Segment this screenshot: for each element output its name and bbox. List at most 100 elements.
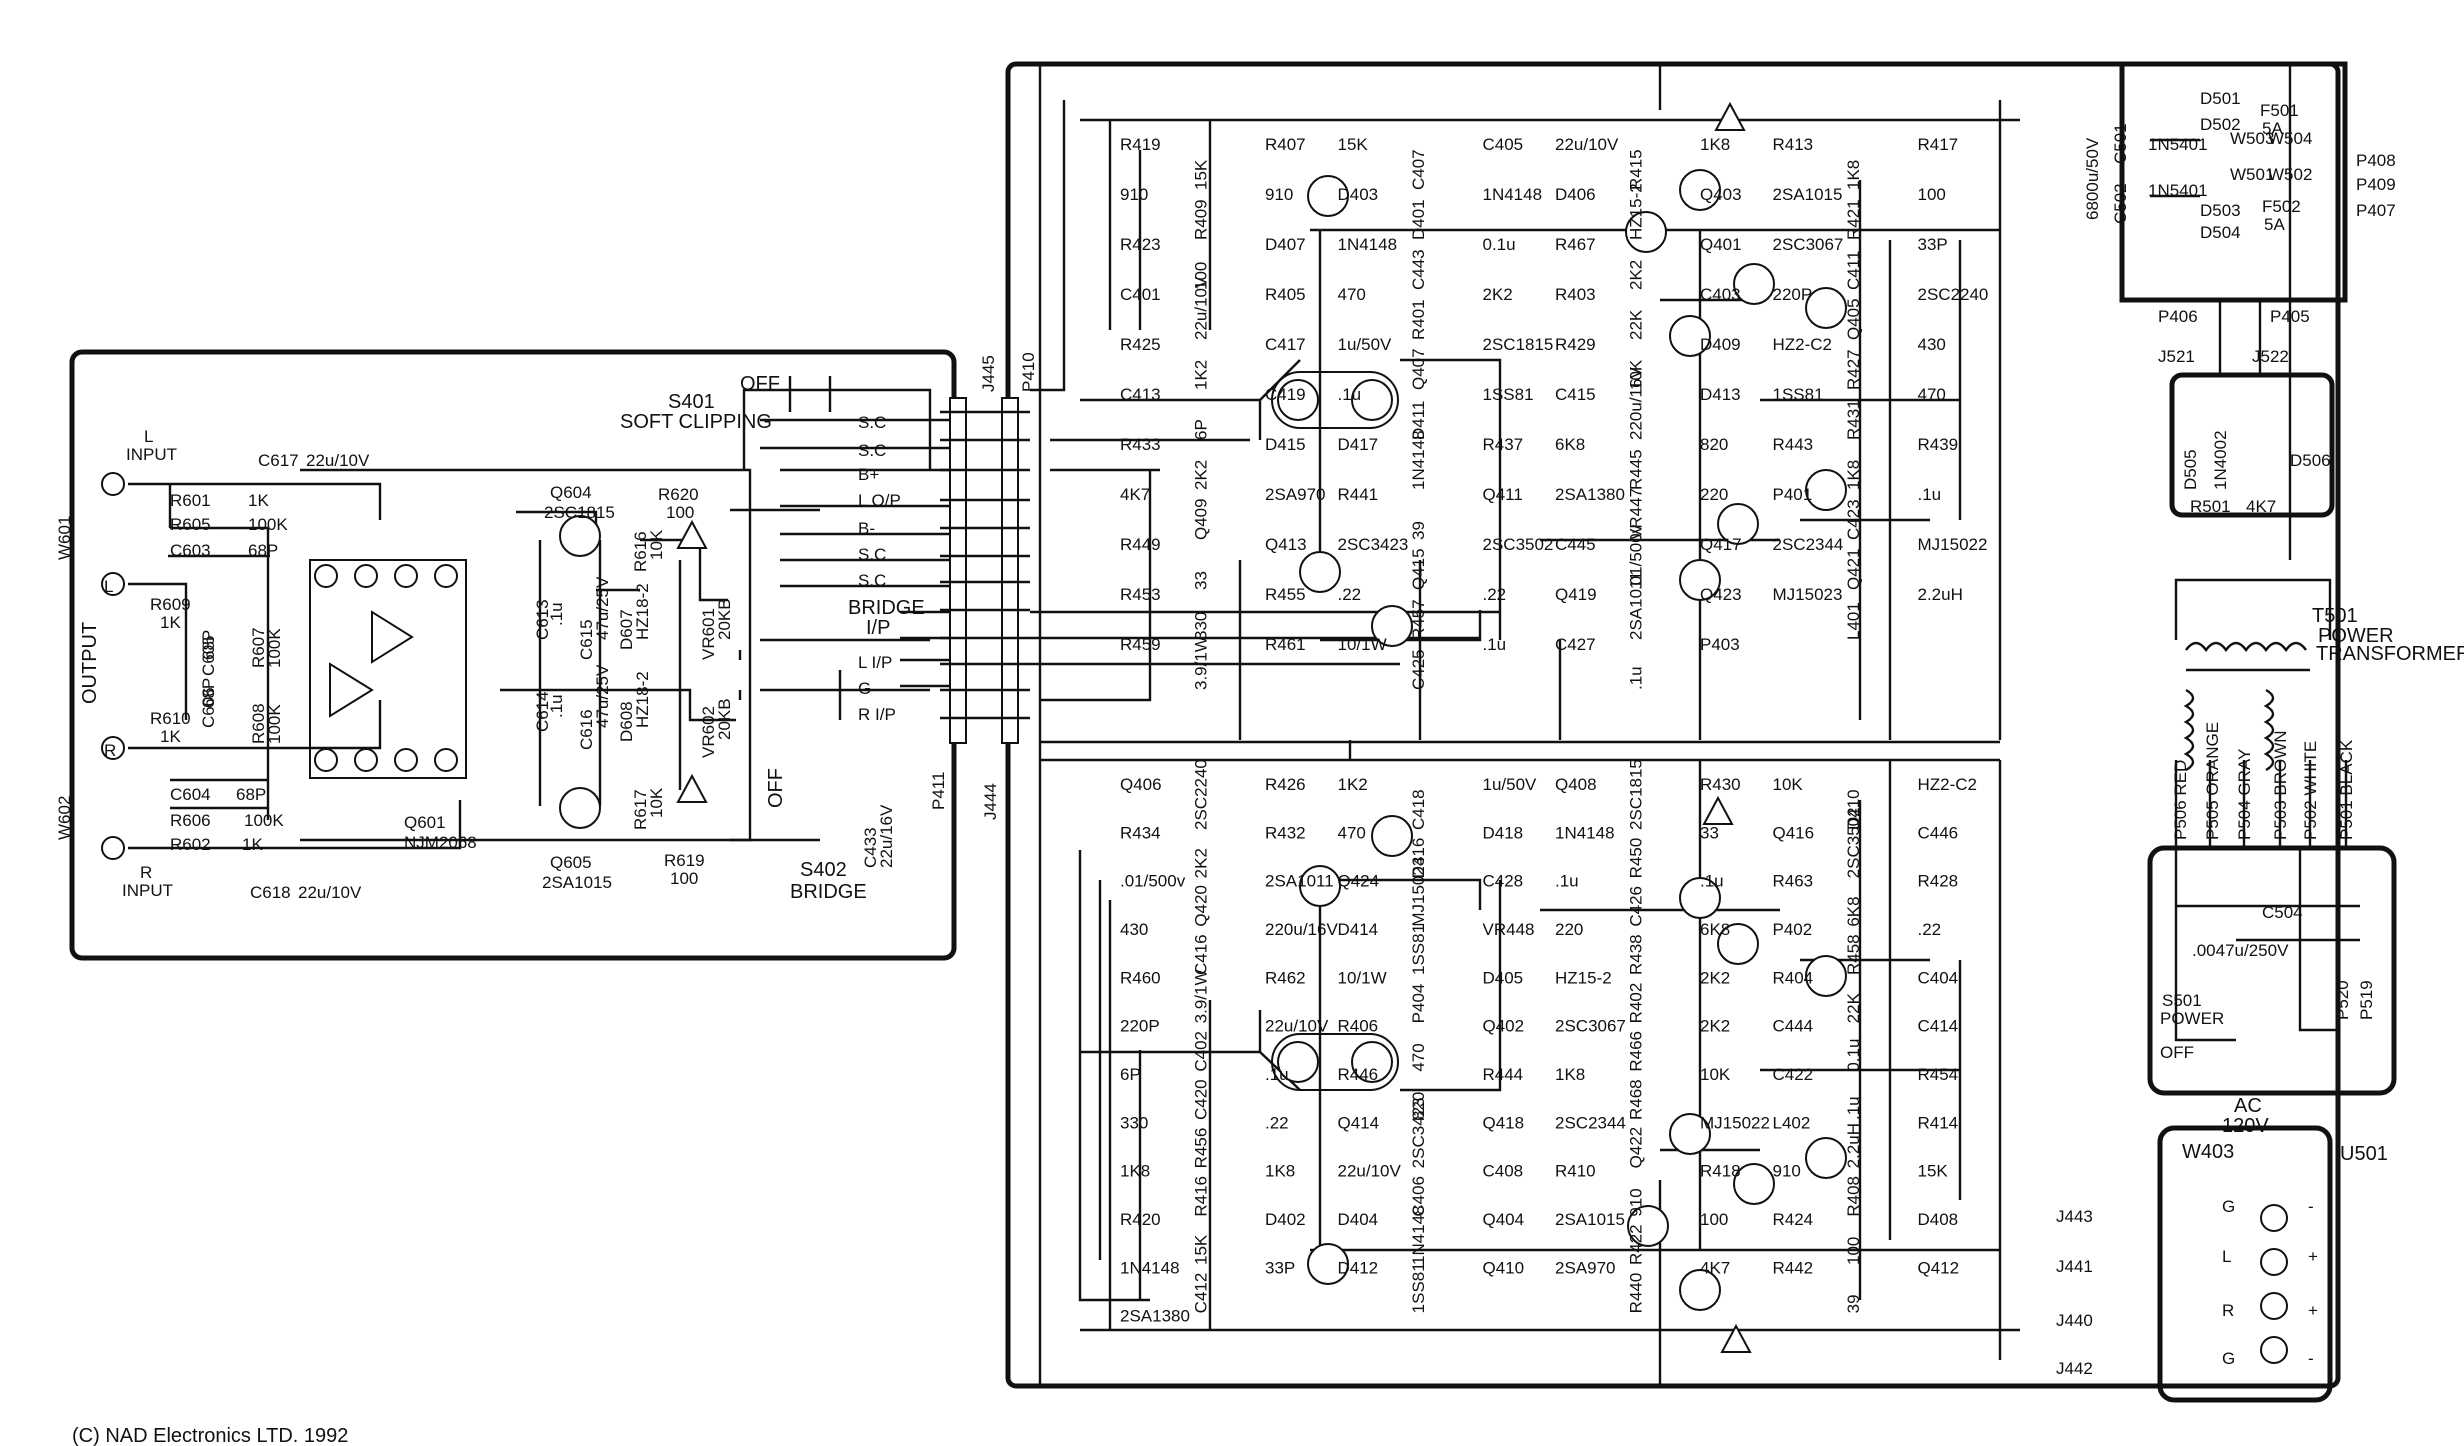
- input-label-10: R607: [249, 627, 268, 668]
- led-r501: R501: [2190, 497, 2231, 516]
- amp-bottom-label-82: .1u: [1844, 1096, 1863, 1120]
- amp-bottom-label-111: D404: [1338, 1210, 1379, 1229]
- amp-top-label-106: Q421: [1844, 548, 1863, 590]
- input-label-55: 20KB: [715, 598, 734, 640]
- amp-top-label-89: Q411: [1483, 485, 1523, 504]
- input-label-57: 20KB: [715, 698, 734, 740]
- amp-top-label-54: R429: [1555, 335, 1596, 354]
- input-label-51: 10K: [647, 529, 666, 560]
- amp-bottom-label-127: R440: [1627, 1273, 1646, 1314]
- amp-bottom-label-110: D402: [1265, 1210, 1306, 1229]
- amp-top-label-109: 330: [1192, 612, 1211, 640]
- amp-bottom-label-98: 1K8: [1265, 1162, 1295, 1181]
- amp-top-label-128: P403: [1700, 635, 1740, 654]
- wire-color-5: P501 BLACK: [2337, 739, 2356, 840]
- amp-bottom-label-6: Q408: [1555, 775, 1597, 794]
- input-label-17: 1K: [160, 727, 181, 746]
- amp-bottom-label-47: .22: [1918, 920, 1942, 939]
- amp-bottom-label-118: 100: [1844, 1237, 1863, 1265]
- speaker-jack-2: J440: [2056, 1311, 2093, 1330]
- amp-bottom-label-28: MJ15023: [1409, 857, 1428, 927]
- amp-bottom-label-33: R463: [1773, 872, 1814, 891]
- amp-top-label-53: 2SC1815: [1483, 335, 1554, 354]
- input-label-27: 22u/10V: [298, 883, 362, 902]
- amp-top-label-116: Q423: [1700, 585, 1742, 604]
- amp-top-label-115: 2SA1011: [1627, 571, 1646, 640]
- amp-bottom-label-18: 1N4148: [1555, 823, 1615, 842]
- amp-top-label-50: C417: [1265, 335, 1306, 354]
- amp-top-label-35: 33P: [1918, 235, 1948, 254]
- amp-top-label-95: .1u: [1918, 485, 1942, 504]
- connector-j445: J445: [979, 355, 998, 392]
- amp-bottom-label-83: R454: [1918, 1065, 1959, 1084]
- amp-bottom-label-129: R442: [1773, 1258, 1814, 1277]
- wire-color-3: P503 BROWN: [2271, 730, 2290, 840]
- amp-bottom-label-34: 6K8: [1844, 896, 1863, 926]
- input-label-11: 100K: [265, 628, 284, 668]
- amp-bottom-label-40: 1SS81: [1409, 924, 1428, 975]
- amp-top-label-79: R445: [1627, 449, 1646, 490]
- amp-top-label-105: 2SC2344: [1773, 535, 1844, 554]
- amp-top-label-25: 100: [1192, 262, 1211, 290]
- amp-top-label-13: R409: [1192, 199, 1211, 240]
- amp-bottom-label-16: D416: [1409, 838, 1428, 879]
- switch-s501: S501: [2162, 991, 2202, 1010]
- pin-label-0: P408: [2356, 151, 2396, 170]
- amp-top-label-121: 3.9/1W: [1192, 636, 1211, 690]
- amp-top-label-39: 470: [1338, 285, 1366, 304]
- amp-bottom-label-87: Q414: [1338, 1113, 1380, 1132]
- bridge-ip-1: BRIDGE: [848, 597, 925, 619]
- amp-bottom-label-81: C422: [1773, 1065, 1814, 1084]
- input-label-56: VR602: [699, 706, 718, 758]
- amp-bottom-label-84: 330: [1120, 1113, 1148, 1132]
- amp-bottom-label-119: D408: [1918, 1210, 1959, 1229]
- amp-bottom-label-114: 2SA1015: [1555, 1210, 1625, 1229]
- amp-bottom-label-15: 470: [1338, 823, 1366, 842]
- amp-bottom-label-56: 2K2: [1700, 968, 1730, 987]
- amp-bottom-label-24: .01/500v: [1120, 872, 1186, 891]
- amp-bottom-label-100: C406: [1409, 1176, 1428, 1217]
- amp-top-label-11: R417: [1918, 135, 1959, 154]
- power-board-outline: [2119, 61, 2348, 303]
- input-label-54: VR601: [699, 608, 718, 660]
- amp-bottom-label-88: 2SC3423: [1409, 1097, 1428, 1168]
- amp-bottom-label-3: 1K2: [1338, 775, 1368, 794]
- amp-top-label-81: R443: [1773, 435, 1814, 454]
- speaker-polarity-3: -: [2308, 1349, 2314, 1368]
- amp-bottom-label-46: R458: [1844, 934, 1863, 975]
- amp-bottom-label-120: 1N4148: [1120, 1258, 1180, 1277]
- input-label-2: R605: [170, 515, 211, 534]
- amp-bottom-label-116: 100: [1700, 1210, 1728, 1229]
- connector-j444: J444: [981, 783, 1000, 820]
- amp-bottom-label-38: 220u/16V: [1265, 920, 1338, 939]
- amp-top-label-107: MJ15022: [1918, 535, 1988, 554]
- amp-top-label-7: R415: [1627, 149, 1646, 190]
- amp-bottom-label-99: 22u/10V: [1338, 1162, 1402, 1181]
- led-r501-value: 4K7: [2246, 497, 2276, 516]
- input-label-19: 68P: [236, 785, 266, 804]
- bus-signal-0: S.C: [858, 413, 886, 432]
- amp-top-label-52: Q407: [1409, 348, 1428, 390]
- amp-top-label-1: 15K: [1192, 159, 1211, 190]
- amp-bottom-label-44: 6K8: [1700, 920, 1730, 939]
- input-label-22: R602: [170, 835, 211, 854]
- amp-top-label-67: 220u/16V: [1627, 367, 1646, 440]
- amp-bottom-label-85: R456: [1192, 1128, 1211, 1169]
- amp-bottom-label-68: 2K2: [1700, 1017, 1730, 1036]
- amp-top-label-118: L401: [1844, 602, 1863, 640]
- cap-6800u: 6800u/50V: [2083, 137, 2102, 220]
- amp-top-label-47: 2SC2240: [1918, 285, 1989, 304]
- fuse-label-1: 5A: [2262, 119, 2283, 138]
- amp-top-label-97: 33: [1192, 571, 1211, 590]
- amp-bottom-label-1: 2SC2240: [1192, 759, 1211, 830]
- amp-top-label-84: 4K7: [1120, 485, 1150, 504]
- switch-s501-name: POWER: [2160, 1009, 2224, 1028]
- amp-bottom-label-45: P402: [1773, 920, 1813, 939]
- amp-top-label-33: 2SC3067: [1773, 235, 1844, 254]
- diode-label-2: 1N5401: [2148, 135, 2208, 154]
- switch-s501-off: OFF: [2160, 1043, 2194, 1062]
- amp-top-label-34: C411: [1844, 251, 1863, 290]
- amp-bottom-label-108: R420: [1120, 1210, 1161, 1229]
- amp-top-label-76: 1N4148: [1409, 430, 1428, 490]
